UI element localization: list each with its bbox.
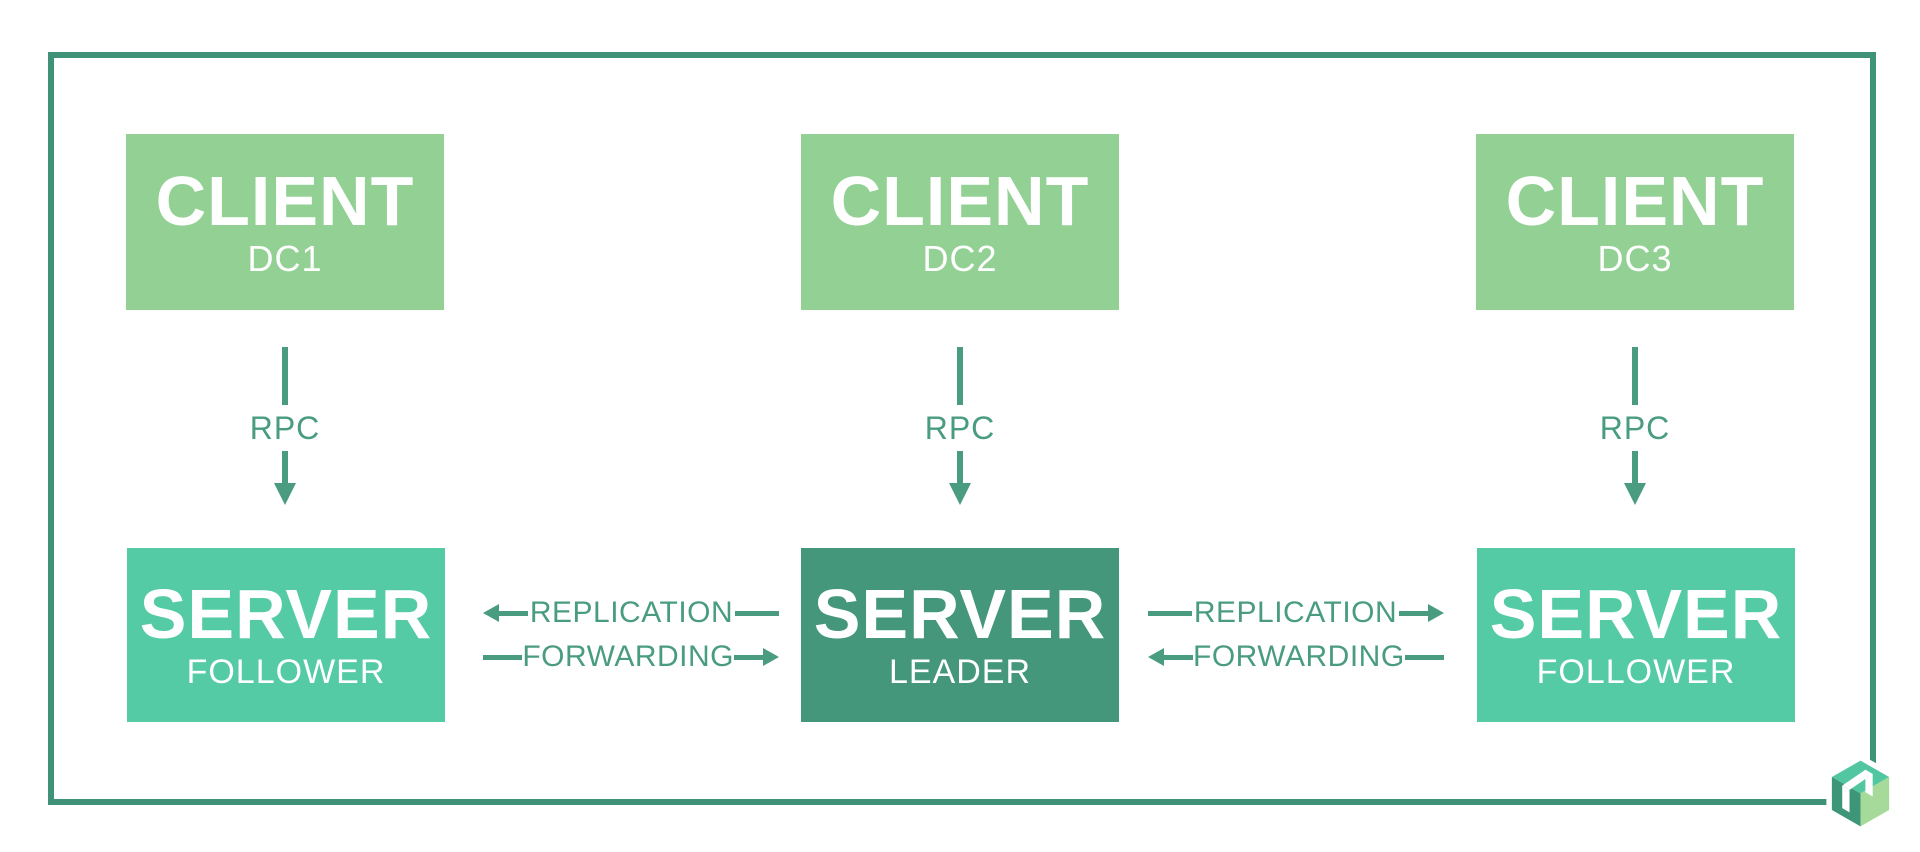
rpc-label: RPC xyxy=(1599,410,1671,446)
rpc-label: RPC xyxy=(924,410,996,446)
forwarding-row: FORWARDING xyxy=(1148,640,1444,673)
connector-line xyxy=(1632,347,1638,405)
server-node-leader: SERVER LEADER xyxy=(801,548,1119,722)
arrow-right-icon xyxy=(734,648,779,666)
link-group-right: REPLICATION FORWARDING xyxy=(1148,596,1444,673)
replication-row: REPLICATION xyxy=(483,596,779,629)
rpc-connector-dc1: RPC xyxy=(235,347,335,505)
forwarding-row: FORWARDING xyxy=(483,640,779,673)
server-subtitle: LEADER xyxy=(888,653,1032,691)
client-node-dc2: CLIENT DC2 xyxy=(801,134,1119,310)
forwarding-label: FORWARDING xyxy=(1193,640,1405,673)
dash-line xyxy=(483,654,523,660)
server-title: SERVER xyxy=(813,575,1107,653)
client-title: CLIENT xyxy=(830,162,1090,240)
server-subtitle: FOLLOWER xyxy=(186,653,386,691)
rpc-label: RPC xyxy=(249,410,321,446)
diagram-border xyxy=(48,52,1876,805)
logo-n-left-leg xyxy=(1842,785,1850,813)
client-node-dc1: CLIENT DC1 xyxy=(126,134,444,310)
client-node-dc3: CLIENT DC3 xyxy=(1476,134,1794,310)
link-group-left: REPLICATION FORWARDING xyxy=(483,596,779,673)
connector-line xyxy=(282,347,288,405)
arrow-down-icon xyxy=(1624,451,1646,505)
server-subtitle: FOLLOWER xyxy=(1536,653,1736,691)
arrow-down-icon xyxy=(274,451,296,505)
replication-row: REPLICATION xyxy=(1148,596,1444,629)
server-title: SERVER xyxy=(1489,575,1783,653)
logo-n-diagonal xyxy=(1842,769,1873,790)
connector-line xyxy=(957,347,963,405)
dash-line xyxy=(1404,654,1444,660)
arrow-right-icon xyxy=(1399,604,1444,622)
server-node-follower-right: SERVER FOLLOWER xyxy=(1477,548,1795,722)
arrow-down-icon xyxy=(949,451,971,505)
dash-line xyxy=(1148,610,1192,616)
client-title: CLIENT xyxy=(155,162,415,240)
client-subtitle: DC3 xyxy=(1597,238,1673,279)
arrow-left-icon xyxy=(1148,648,1193,666)
server-node-follower-left: SERVER FOLLOWER xyxy=(127,548,445,722)
arrow-left-icon xyxy=(483,604,528,622)
client-subtitle: DC2 xyxy=(922,238,998,279)
rpc-connector-dc2: RPC xyxy=(910,347,1010,505)
dash-line xyxy=(735,610,779,616)
nomad-logo xyxy=(1826,755,1895,832)
logo-n-right-leg xyxy=(1865,769,1873,797)
replication-label: REPLICATION xyxy=(529,596,734,629)
server-title: SERVER xyxy=(139,575,433,653)
client-title: CLIENT xyxy=(1505,162,1765,240)
client-subtitle: DC1 xyxy=(247,238,323,279)
replication-label: REPLICATION xyxy=(1193,596,1398,629)
rpc-connector-dc3: RPC xyxy=(1585,347,1685,505)
forwarding-label: FORWARDING xyxy=(522,640,734,673)
